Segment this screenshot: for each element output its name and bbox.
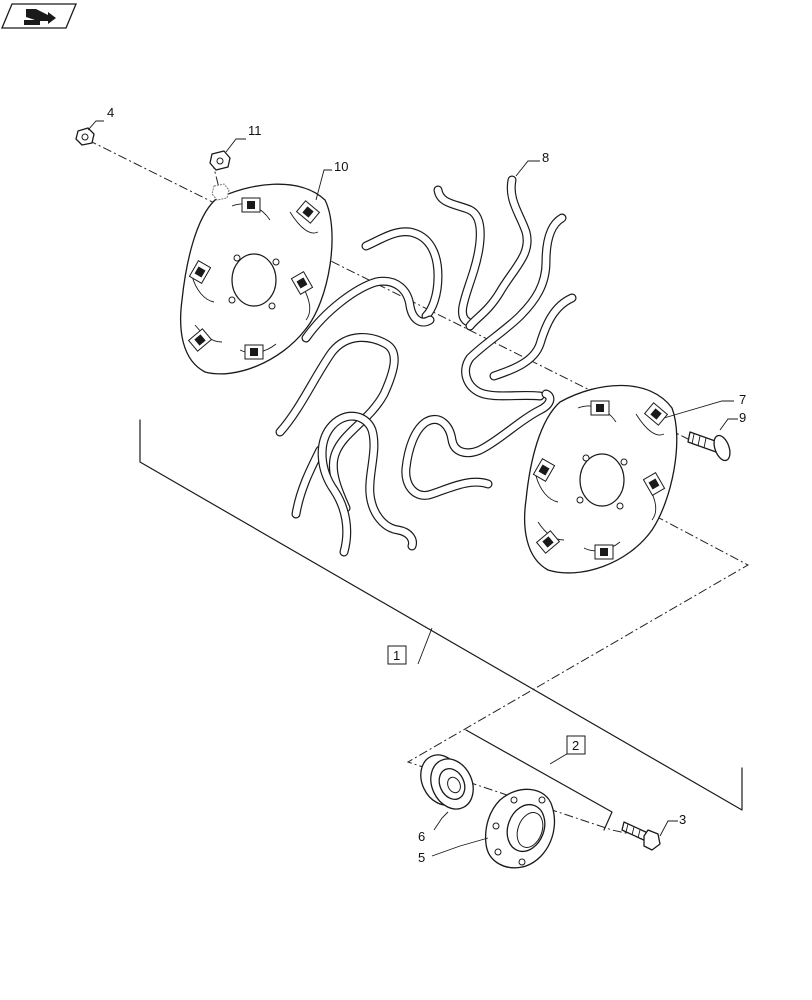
callout-labels: 4 11 10 8 7 9 3 6 5 1 2 bbox=[107, 105, 746, 865]
callout-box-2 bbox=[566, 735, 586, 755]
callout-7: 7 bbox=[739, 392, 746, 407]
callout-1: 1 bbox=[393, 648, 400, 663]
rotor-disc-right bbox=[523, 384, 678, 574]
assembly-bracket-2 bbox=[465, 729, 613, 831]
callout-box-1 bbox=[387, 645, 407, 665]
bolt-9 bbox=[687, 431, 731, 462]
callout-2: 2 bbox=[572, 738, 579, 753]
back-arrow-icon[interactable] bbox=[1, 3, 77, 29]
callout-11: 11 bbox=[248, 123, 262, 138]
assembly-bracket-1 bbox=[139, 419, 743, 811]
callout-9: 9 bbox=[739, 410, 746, 425]
callout-4: 4 bbox=[107, 105, 114, 120]
nut-4 bbox=[75, 127, 95, 146]
tine-hoses bbox=[275, 175, 577, 557]
callout-6: 6 bbox=[418, 829, 425, 844]
rotor-disc-left bbox=[179, 183, 333, 375]
callout-10: 10 bbox=[334, 159, 348, 174]
bolt-3 bbox=[621, 821, 661, 851]
leader-lines bbox=[87, 120, 738, 857]
bearing-6 bbox=[420, 754, 474, 810]
callout-5: 5 bbox=[418, 850, 425, 865]
nut-11 bbox=[209, 150, 231, 201]
callout-8: 8 bbox=[542, 150, 549, 165]
hub-5 bbox=[484, 788, 556, 869]
callout-3: 3 bbox=[679, 812, 686, 827]
